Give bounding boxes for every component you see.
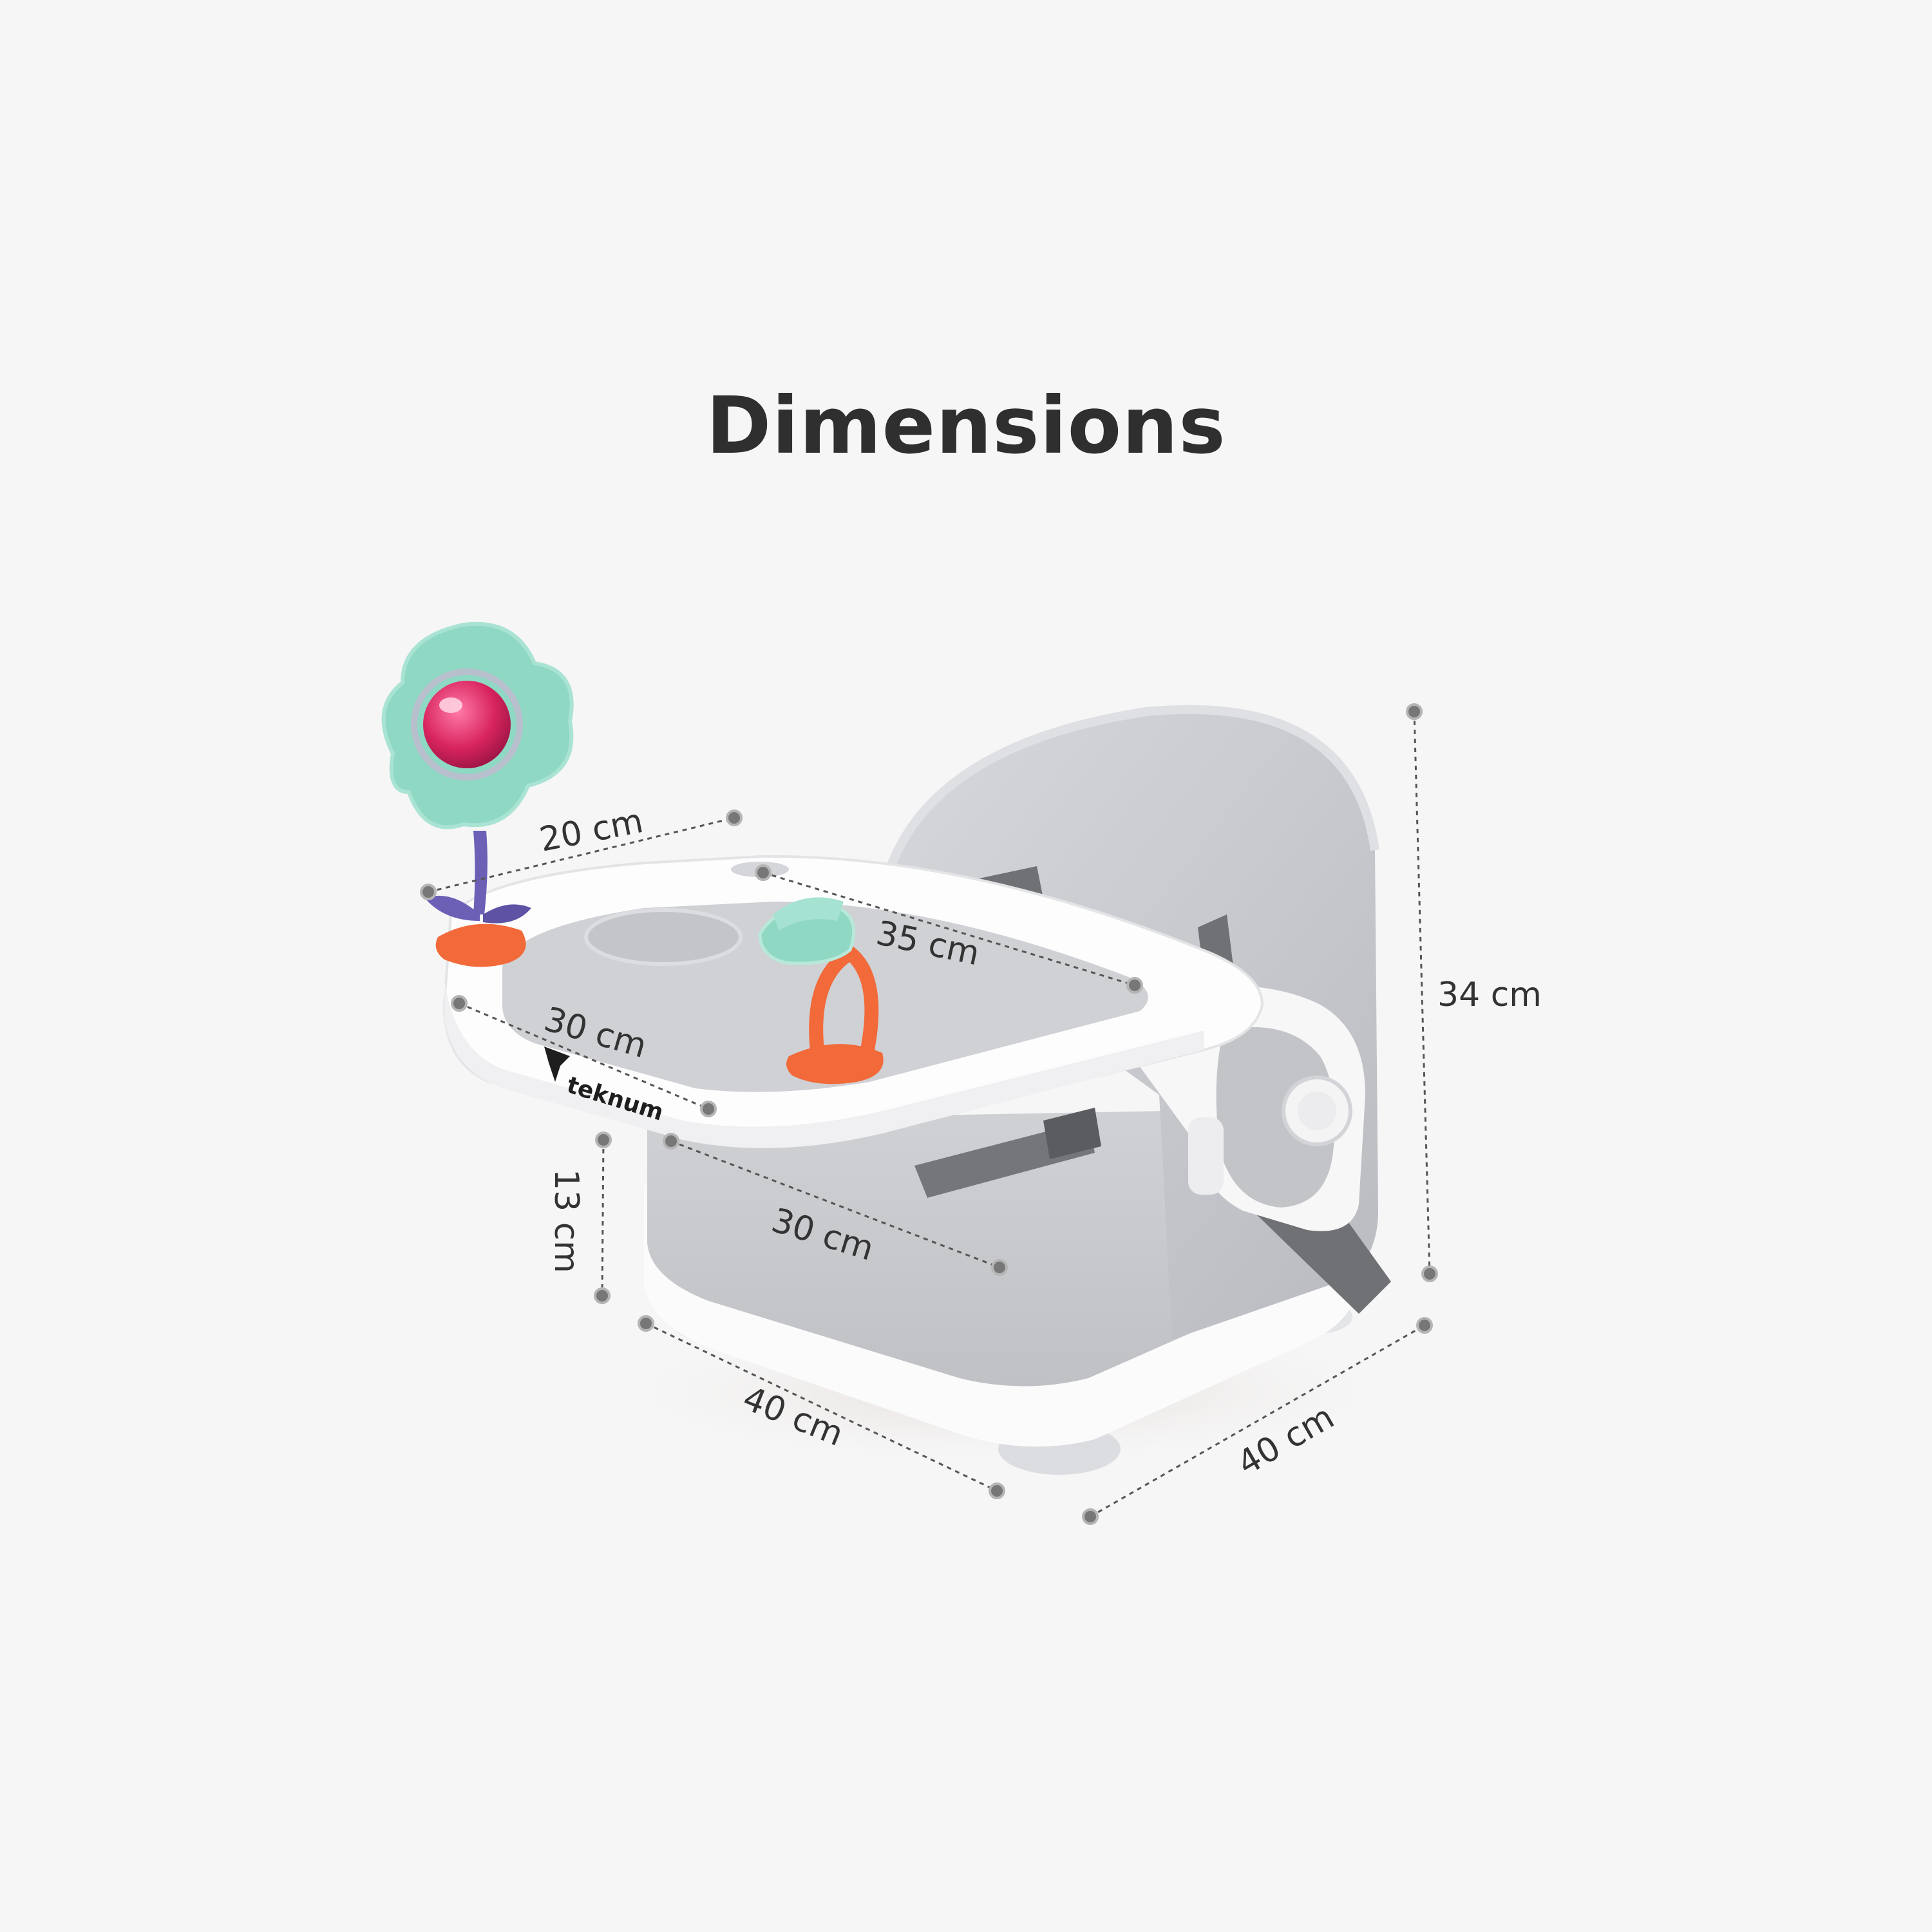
- dim-label-seat-height: 13 cm: [547, 1169, 585, 1273]
- dim-line-base-left: [645, 1322, 998, 1492]
- rattle-ball-ring: [411, 668, 523, 781]
- dim-point: [451, 995, 468, 1012]
- dim-point: [1126, 977, 1143, 994]
- dim-line-tray-depth: [428, 817, 735, 893]
- dim-point: [1406, 703, 1423, 720]
- seat-side-panel: [1216, 1027, 1335, 1208]
- toy-suction-base: [435, 923, 526, 967]
- toy-stem: [473, 831, 488, 914]
- toy-leaf: [425, 895, 480, 921]
- dim-point: [755, 864, 772, 881]
- toy-leaf: [483, 904, 531, 923]
- dim-point: [638, 1315, 654, 1332]
- dim-point: [726, 810, 743, 826]
- dim-point: [594, 1287, 611, 1304]
- teether-flap: [773, 897, 844, 931]
- rattle-highlight: [439, 697, 462, 713]
- tray-hinge: [1188, 1117, 1224, 1195]
- dim-point: [989, 1482, 1005, 1499]
- dim-label-total-height: 34 cm: [1437, 976, 1542, 1014]
- brand-logo-mark: [544, 1046, 570, 1082]
- dim-point: [663, 1133, 679, 1150]
- dim-point: [1082, 1508, 1099, 1525]
- dim-line-tray-width: [762, 871, 1135, 987]
- page-title: Dimensions: [706, 380, 1226, 471]
- dim-line-seat-height: [601, 1139, 605, 1296]
- dim-point: [595, 1132, 612, 1148]
- dim-point: [420, 884, 437, 900]
- tray-adjust-knob-inner: [1298, 1092, 1336, 1130]
- dim-line-tray-front: [459, 1002, 709, 1110]
- seat-backrest-rim: [878, 705, 1379, 896]
- seat-strap: [1043, 1108, 1101, 1159]
- rattle-ball: [423, 681, 511, 768]
- teether-ring: [809, 944, 879, 1063]
- dim-line-base-right: [1090, 1324, 1425, 1518]
- dim-label-tray-depth: 20 cm: [536, 802, 646, 860]
- teether-toy[interactable]: [758, 897, 884, 1084]
- dim-line-total-height: [1413, 711, 1431, 1274]
- tray-cup-holder: [584, 908, 743, 966]
- dim-point: [1416, 1317, 1433, 1334]
- dim-point: [1421, 1265, 1438, 1282]
- dim-point: [991, 1259, 1008, 1276]
- flower-rattle-toy[interactable]: [381, 621, 574, 967]
- dim-point: [700, 1101, 717, 1117]
